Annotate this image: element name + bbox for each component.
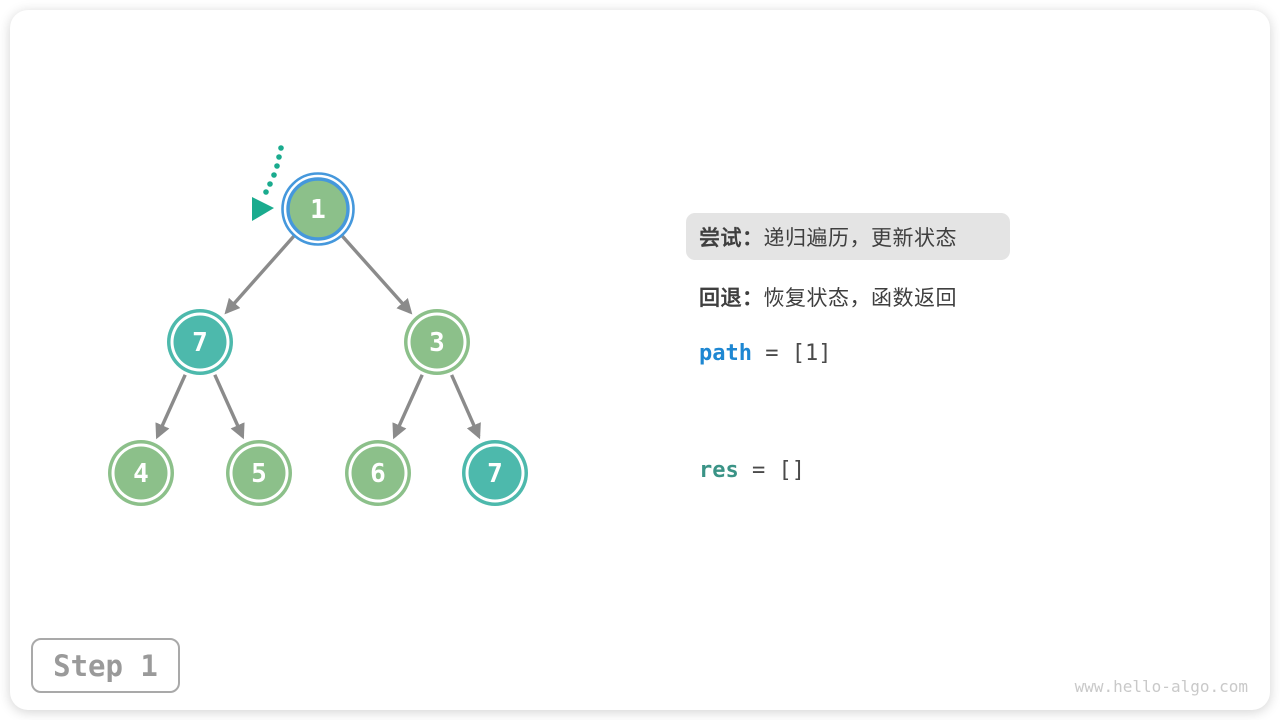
tree-node-7: 7 (462, 440, 528, 506)
backtrack-annotation: 回退：恢复状态，函数返回 (699, 282, 957, 312)
tree-edge (392, 374, 424, 440)
tree-node-5: 5 (226, 440, 292, 506)
step-badge: Step 1 (31, 638, 180, 693)
backtrack-label: 回退： (699, 286, 764, 310)
tree-node-4: 4 (108, 440, 174, 506)
tree-node-7: 7 (167, 309, 233, 375)
tree-edge (340, 234, 413, 315)
watermark: www.hello-algo.com (1074, 677, 1248, 696)
try-label: 尝试： (699, 225, 764, 250)
path-variable-name: path (699, 341, 752, 366)
tree-edges (155, 234, 481, 440)
res-variable: res = [] (699, 458, 805, 483)
tree-node-1-current: 1 (281, 172, 355, 246)
try-text: 递归遍历，更新状态 (763, 225, 957, 250)
canvas-card: 1 7 3 4 5 6 7 尝试：递归遍历，更新状态 回退：恢复状态，函数返回 path =… (10, 10, 1270, 710)
tree-node-value: 5 (251, 459, 267, 489)
tree-edge (224, 234, 296, 315)
step-label: Step 1 (53, 648, 158, 683)
res-variable-value: = [] (752, 458, 805, 483)
current-node-pointer-icon (252, 145, 284, 221)
tree-node-3: 3 (404, 309, 470, 375)
path-variable-value: = [1] (765, 341, 832, 366)
tree-node-value: 3 (429, 328, 445, 358)
tree-node-value: 4 (133, 459, 149, 489)
tree-node-value: 7 (487, 459, 503, 489)
backtrack-text: 恢复状态，函数返回 (763, 286, 957, 310)
tree-node-value: 1 (310, 195, 326, 225)
tree-node-value: 6 (370, 459, 386, 489)
tree-edge (155, 374, 187, 440)
tree-edge (213, 374, 245, 440)
path-variable: path = [1] (699, 341, 831, 366)
tree-edge (450, 374, 481, 440)
tree-nodes: 1 7 3 4 5 6 7 (108, 172, 528, 506)
res-variable-name: res (699, 458, 739, 483)
try-annotation: 尝试：递归遍历，更新状态 (686, 213, 1010, 260)
tree-node-6: 6 (345, 440, 411, 506)
tree-node-value: 7 (192, 328, 208, 358)
tree-svg: 1 7 3 4 5 6 7 (108, 145, 528, 506)
